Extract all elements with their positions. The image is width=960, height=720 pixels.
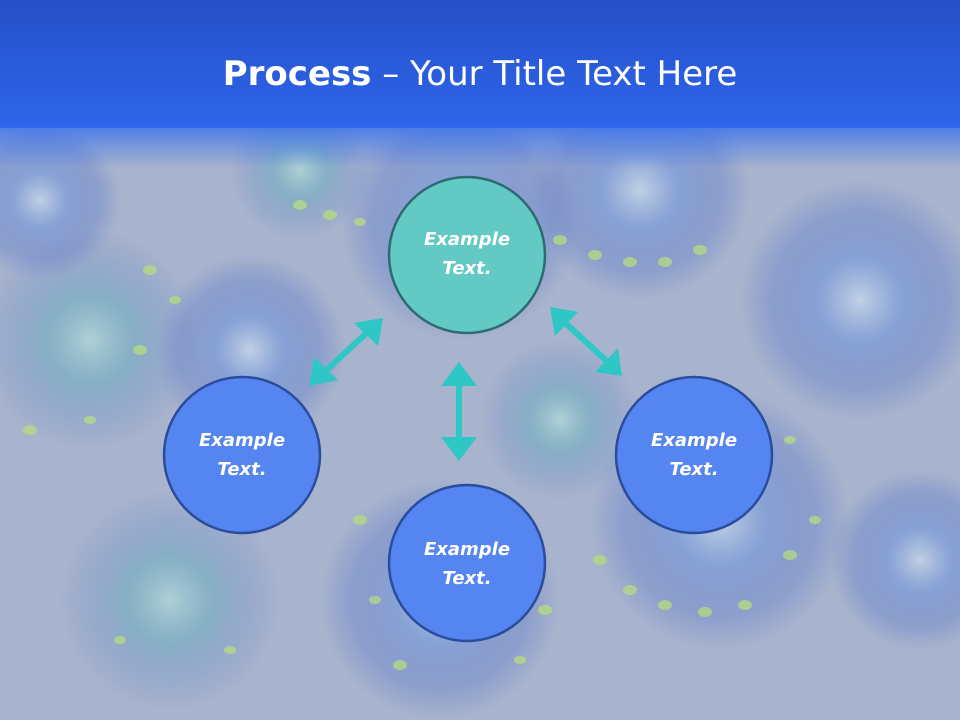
node-left-label: Example Text.: [198, 430, 286, 480]
node-bottom-label: Example Text.: [423, 539, 511, 589]
node-top-circle: [387, 175, 547, 335]
title-bar: [0, 0, 960, 128]
title-bar-fade: [0, 128, 960, 168]
node-right-label: Example Text.: [650, 430, 738, 480]
arrow-vertical: [441, 362, 477, 461]
title-bold-part: Process: [222, 54, 372, 94]
slide-title: Process – Your Title Text Here: [0, 50, 960, 98]
arrow-top-left: [309, 318, 383, 386]
node-bottom-circle: [387, 483, 547, 643]
node-right-circle: [614, 375, 774, 535]
title-rest-part: – Your Title Text Here: [371, 54, 738, 94]
arrow-top-right: [550, 307, 622, 376]
node-left-circle: [162, 375, 322, 535]
node-top-label: Example Text.: [423, 229, 511, 279]
